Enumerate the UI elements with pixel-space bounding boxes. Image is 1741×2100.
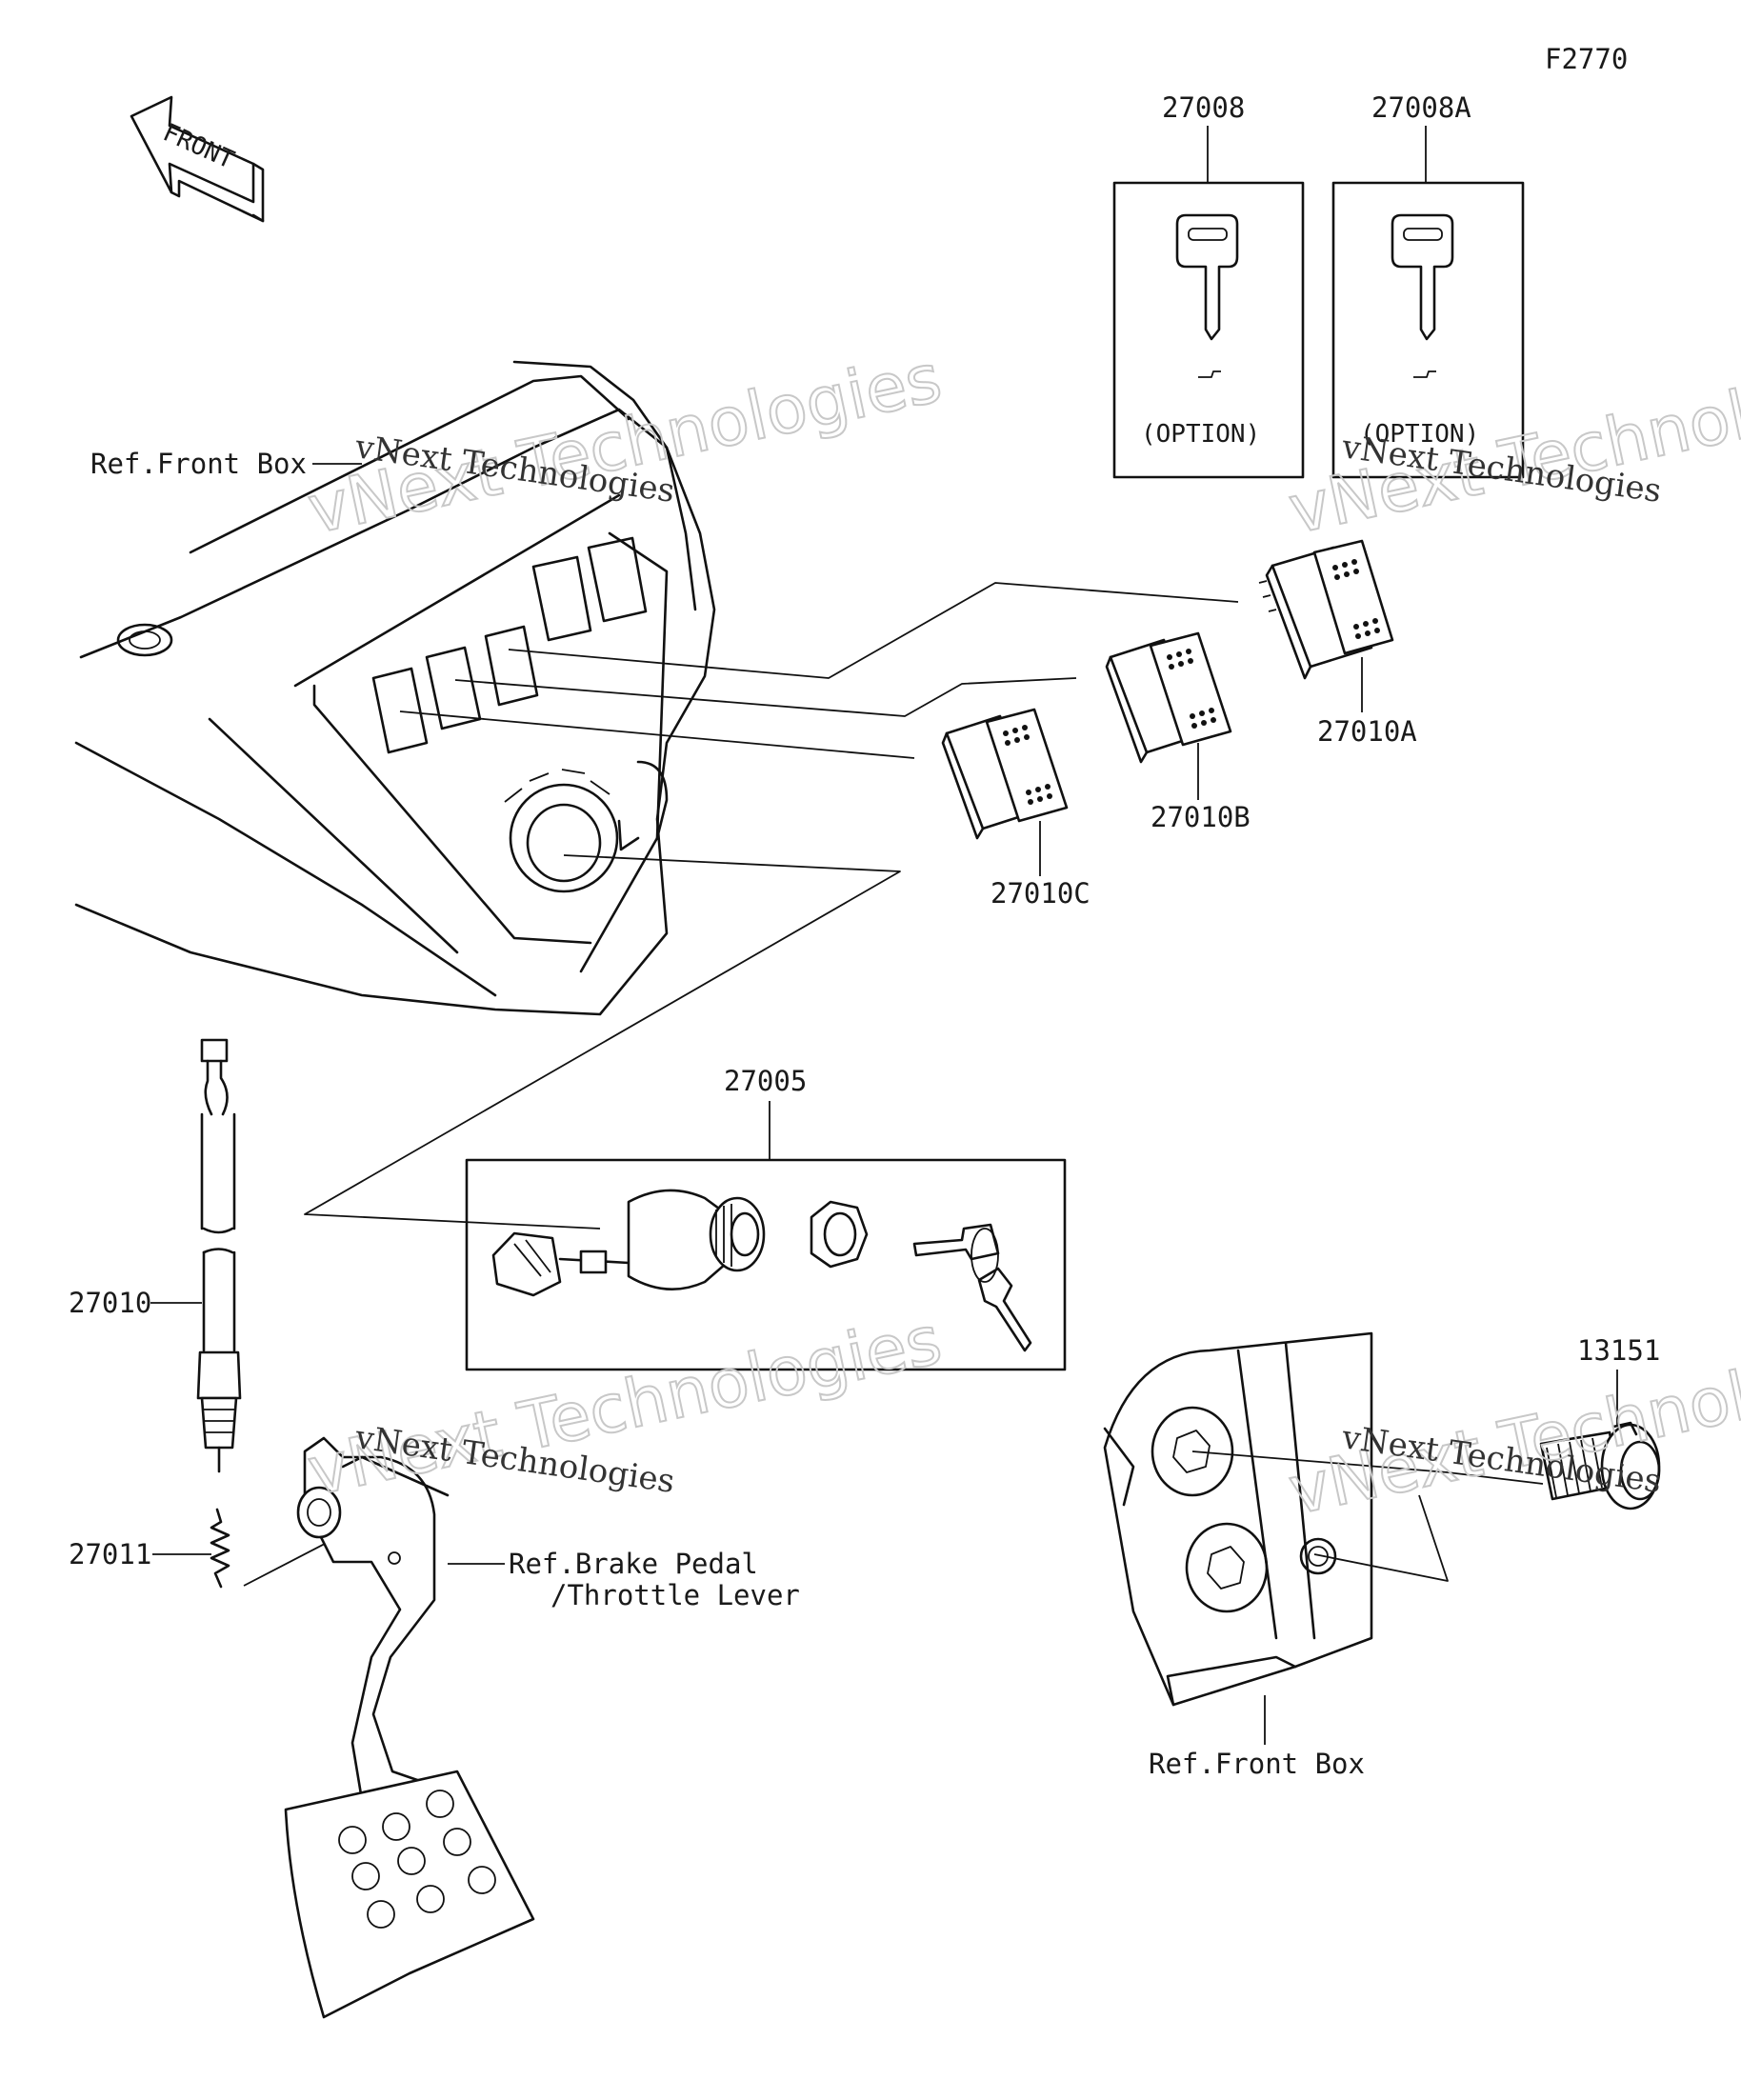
part-number-27008A: 27008A <box>1371 91 1471 124</box>
figure-code: F2770 <box>1545 43 1628 75</box>
watermark-bottom-right: vNext Technologies vNext Technologies <box>1281 1319 1741 1531</box>
pedal-pad <box>284 1770 535 2019</box>
switch-slot <box>587 536 648 623</box>
rocker-switch-27010A: 27010A <box>1258 539 1417 748</box>
watermark-top-left: vNext Technologies vNext Technologies <box>300 338 949 550</box>
connector-icon <box>491 1231 562 1297</box>
leader-line <box>508 582 1239 679</box>
option-box-27008 <box>1112 181 1305 479</box>
brake-pedal <box>284 1436 535 2019</box>
option-label-27008A: (OPTION) <box>1360 420 1479 449</box>
part-number-27011: 27011 <box>69 1538 151 1570</box>
leader-line <box>304 854 901 1230</box>
socket-13151: 13151 <box>1539 1334 1660 1510</box>
ref-brake-pedal-line1: Ref.Brake Pedal <box>509 1548 758 1580</box>
part-number-27010A: 27010A <box>1317 715 1417 748</box>
nut-icon <box>810 1200 869 1269</box>
front-arrow-icon: FRONT <box>130 95 265 223</box>
switch-slot <box>531 555 592 642</box>
watermark-bottom-left: vNext Technologies vNext Technologies <box>300 1300 949 1512</box>
rocker-switch-27010B: 27010B <box>1105 631 1251 833</box>
key-27008-group: 27008 (OPTION) <box>1112 91 1305 479</box>
switch-slot <box>371 667 429 754</box>
key-icon <box>912 1223 1000 1261</box>
ignition-switch-kit-27005: 27005 <box>465 1065 1067 1371</box>
option-label-27008: (OPTION) <box>1141 420 1260 449</box>
key-icon <box>1391 213 1454 378</box>
ref-brake-pedal-line2: /Throttle Lever <box>550 1579 800 1611</box>
part-number-27010C: 27010C <box>991 877 1091 910</box>
cable-connector-icon <box>200 1038 229 1063</box>
leader-line <box>1313 1494 1449 1582</box>
switch-slot <box>484 625 539 707</box>
option-box-27008A <box>1331 181 1525 479</box>
key-icon <box>977 1267 1032 1352</box>
leader-line <box>454 677 1077 717</box>
brake-switch-27010: 27010 <box>69 1038 242 1473</box>
key-27008A-group: 27008A (OPTION) <box>1331 91 1525 479</box>
leader-line <box>1191 1450 1544 1485</box>
part-number-27005: 27005 <box>724 1065 807 1097</box>
leader-line <box>399 710 915 759</box>
ignition-bezel <box>509 783 619 893</box>
ref-front-box-top: Ref.Front Box <box>90 448 307 480</box>
part-number-27010B: 27010B <box>1151 801 1251 833</box>
part-number-27010: 27010 <box>69 1287 151 1319</box>
watermark-top-right: vNext Technologies vNext Technologies <box>1281 338 1741 550</box>
key-icon <box>1175 213 1239 378</box>
part-number-13151: 13151 <box>1577 1334 1660 1367</box>
part-number-27008: 27008 <box>1162 91 1245 124</box>
spring-27011: 27011 <box>69 1504 401 1589</box>
ref-front-box-bottom: Ref.Front Box <box>1149 1748 1365 1780</box>
kit-box <box>465 1158 1067 1371</box>
rocker-switch-27010C: 27010C <box>941 708 1091 910</box>
